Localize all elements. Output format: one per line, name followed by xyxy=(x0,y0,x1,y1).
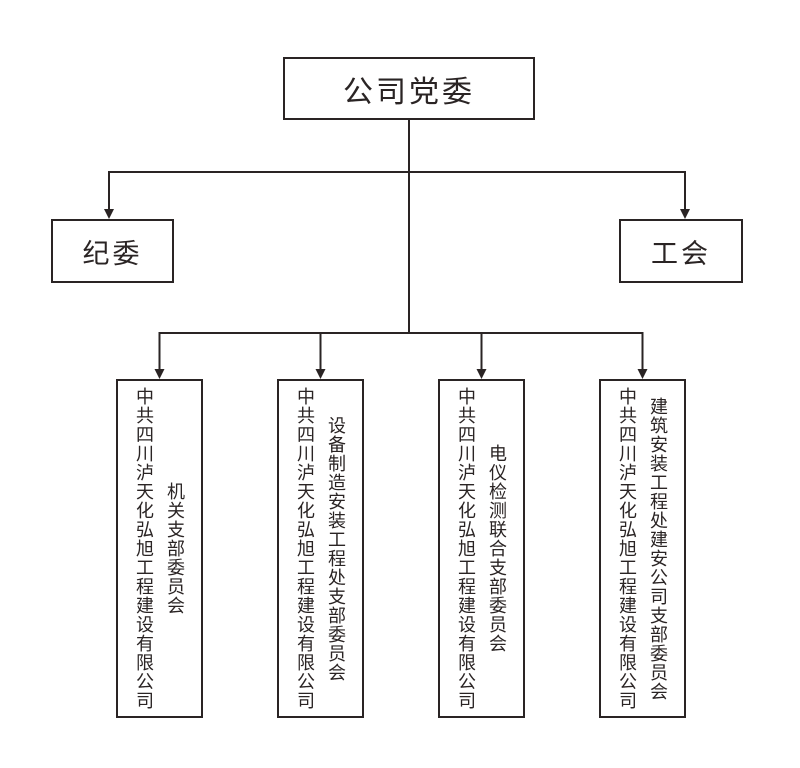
node-branch-equipment: 中共四川泸天化弘旭工程建设有限公司 设备制造安装工程处支部委员会 xyxy=(277,379,364,718)
branch-committee-name: 建筑安装工程处建安公司支部委员会 xyxy=(648,396,668,701)
branch-company-name: 中共四川泸天化弘旭工程建设有限公司 xyxy=(295,387,315,710)
node-labor-union: 工会 xyxy=(619,219,743,283)
node-branch-instrument: 中共四川泸天化弘旭工程建设有限公司 电仪检测联合支部委员会 xyxy=(438,379,525,718)
branch-company-name: 中共四川泸天化弘旭工程建设有限公司 xyxy=(456,387,476,710)
arrowhead-icons xyxy=(104,209,690,379)
branch-committee-name: 设备制造安装工程处支部委员会 xyxy=(326,415,346,682)
node-company-party-committee: 公司党委 xyxy=(283,57,535,120)
node-branch-construction: 中共四川泸天化弘旭工程建设有限公司 建筑安装工程处建安公司支部委员会 xyxy=(599,379,686,718)
node-discipline-committee: 纪委 xyxy=(51,219,174,283)
node-label: 公司党委 xyxy=(343,75,475,109)
node-branch-organ: 中共四川泸天化弘旭工程建设有限公司 机关支部委员会 xyxy=(116,379,203,718)
branch-committee-name: 电仪检测联合支部委员会 xyxy=(487,444,507,653)
branch-committee-name: 机关支部委员会 xyxy=(165,482,185,615)
branch-company-name: 中共四川泸天化弘旭工程建设有限公司 xyxy=(134,387,154,710)
branch-company-name: 中共四川泸天化弘旭工程建设有限公司 xyxy=(617,387,637,710)
node-label: 工会 xyxy=(651,238,711,269)
node-label: 纪委 xyxy=(82,238,143,269)
